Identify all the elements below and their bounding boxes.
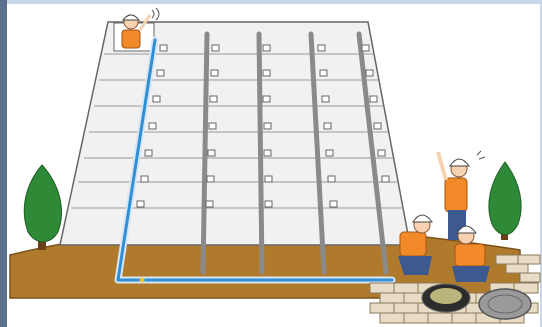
tree-left xyxy=(24,165,61,250)
worker-standing xyxy=(438,151,485,240)
worker-kneeling-right xyxy=(452,226,490,282)
manhole-open xyxy=(422,284,470,312)
manhole-cover xyxy=(479,289,531,319)
tree-right xyxy=(489,162,521,240)
building xyxy=(60,22,410,245)
